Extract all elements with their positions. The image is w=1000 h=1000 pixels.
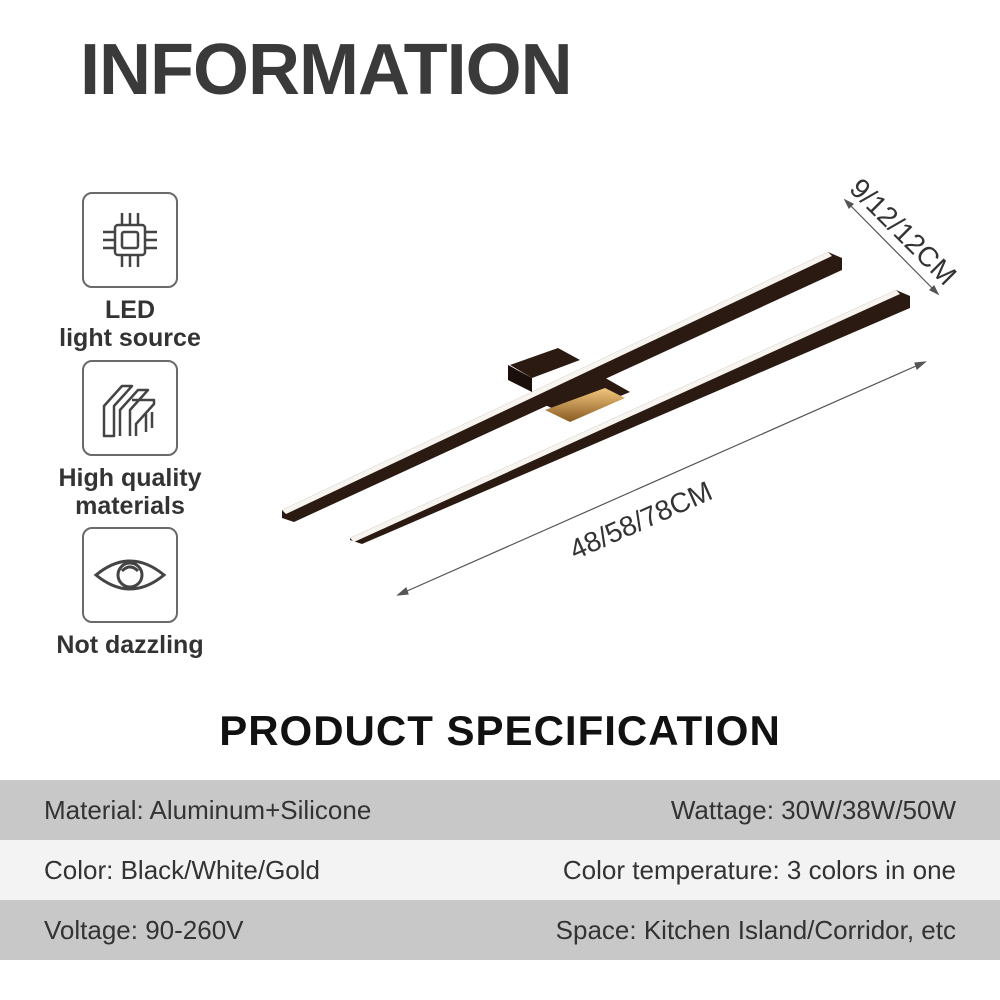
- page-title: INFORMATION: [80, 30, 573, 110]
- feature-label-line2: materials: [75, 492, 185, 520]
- feature-label-line1: LED: [105, 296, 155, 324]
- ceiling-light-illustration: 9/12/12CM 48/58/78CM: [282, 172, 963, 596]
- feature-not-dazzling: Not dazzling: [40, 527, 220, 659]
- spec-title: PRODUCT SPECIFICATION: [219, 707, 781, 754]
- spec-cell-left: Material: Aluminum+Silicone: [44, 794, 372, 825]
- light-bar-upper: [282, 252, 842, 522]
- spec-cell-left: Color: Black/White/Gold: [44, 854, 320, 885]
- chip-icon-box: [82, 192, 178, 288]
- width-dimension-label: 9/12/12CM: [844, 172, 963, 291]
- spec-table: Material: Aluminum+Silicone Wattage: 30W…: [0, 780, 1000, 960]
- length-dimension-label: 48/58/78CM: [565, 475, 717, 565]
- light-bar-lower: [350, 290, 910, 544]
- feature-label-line2: light source: [59, 324, 201, 352]
- eye-icon: [93, 559, 167, 591]
- spec-cell-right: Wattage: 30W/38W/50W: [670, 794, 956, 825]
- eye-icon-box: [82, 527, 178, 623]
- feature-materials: High quality materials: [40, 360, 220, 520]
- width-dimension-line: [843, 198, 940, 296]
- spec-cell-right: Color temperature: 3 colors in one: [562, 854, 956, 885]
- spec-row: Material: Aluminum+Silicone Wattage: 30W…: [0, 780, 1000, 840]
- spec-row: Voltage: 90-260V Space: Kitchen Island/C…: [0, 900, 1000, 960]
- spec-cell-right: Space: Kitchen Island/Corridor, etc: [555, 914, 956, 945]
- mounting-base: [508, 348, 630, 422]
- feature-label: Not dazzling: [40, 631, 220, 659]
- spec-row: Color: Black/White/Gold Color temperatur…: [0, 840, 1000, 900]
- chip-icon: [103, 213, 157, 267]
- feature-label: LED light source: [40, 296, 220, 352]
- material-icon-box: [82, 360, 178, 456]
- length-dimension-line: [396, 361, 927, 596]
- spec-cell-left: Voltage: 90-260V: [44, 914, 244, 945]
- feature-led: LED light source: [40, 192, 220, 352]
- feature-label-line1: Not dazzling: [56, 631, 204, 659]
- feature-label-line1: High quality: [58, 464, 202, 492]
- feature-label: High quality materials: [40, 464, 220, 520]
- material-icon: [102, 384, 156, 438]
